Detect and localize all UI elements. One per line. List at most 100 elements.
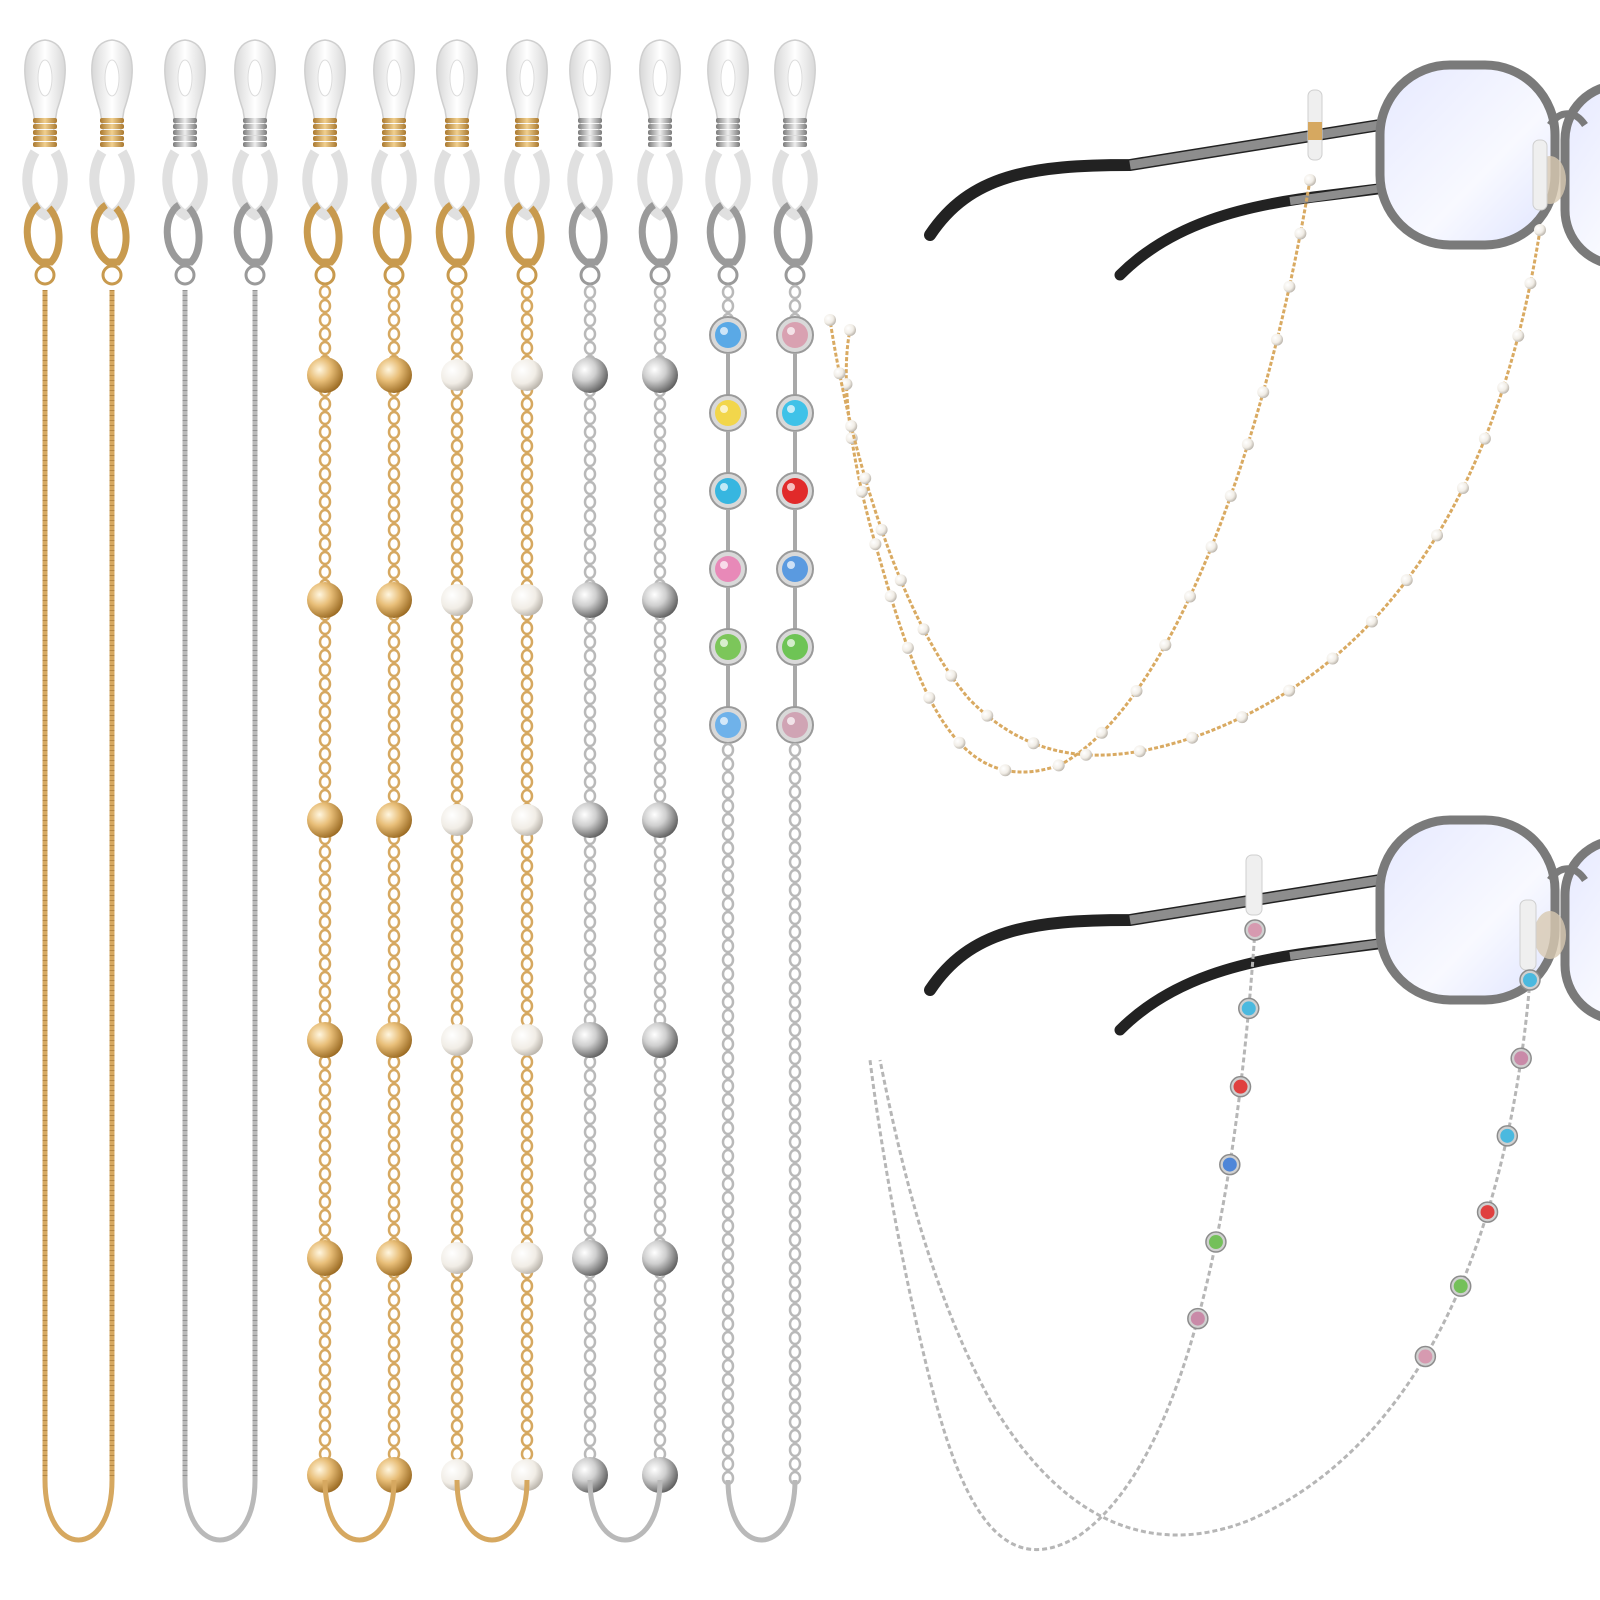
chain-link xyxy=(583,1292,597,1308)
chain-link xyxy=(450,522,464,538)
chain-link xyxy=(387,984,401,1000)
chain-link xyxy=(387,872,401,888)
chain-link xyxy=(721,798,735,814)
silver-bead xyxy=(572,1457,608,1493)
chain-link xyxy=(520,1082,534,1098)
chain-link xyxy=(653,984,667,1000)
chain-link xyxy=(788,1442,802,1458)
pearl-bead xyxy=(844,324,856,336)
chain-link xyxy=(318,1376,332,1392)
chain-link xyxy=(653,1376,667,1392)
chain-link xyxy=(387,550,401,566)
pearl-bead xyxy=(1365,615,1378,628)
chain-link xyxy=(318,1068,332,1084)
chain-link xyxy=(653,942,667,958)
chain-link xyxy=(721,840,735,856)
chain-link xyxy=(387,312,401,328)
chain-link xyxy=(653,326,667,342)
chain-path xyxy=(828,229,1542,757)
gold-bead xyxy=(307,357,343,393)
chain-link xyxy=(788,1050,802,1066)
silicone-ear-hook xyxy=(637,39,683,286)
chain-link xyxy=(653,620,667,636)
chain-link xyxy=(653,914,667,930)
chain-link xyxy=(583,494,597,510)
chain-link xyxy=(318,326,332,342)
pearl-bead xyxy=(1478,432,1491,445)
pearl-bead xyxy=(833,367,846,380)
chain-link xyxy=(318,1152,332,1168)
jump-ring xyxy=(717,264,739,286)
chain-link xyxy=(721,1218,735,1234)
chain-link xyxy=(520,1194,534,1210)
coil-ring xyxy=(243,124,267,129)
pearl-bead xyxy=(1534,224,1546,236)
chain-link xyxy=(520,312,534,328)
pearl-bead xyxy=(1241,438,1254,451)
chain-link xyxy=(721,812,735,828)
chain-link xyxy=(318,284,332,300)
crystal-stone xyxy=(1453,1279,1468,1294)
silicone-loop-hole xyxy=(720,59,736,97)
chain-link xyxy=(653,970,667,986)
coil-ring xyxy=(783,130,807,135)
chain-link xyxy=(318,788,332,804)
chain-link xyxy=(653,1096,667,1112)
chain-link xyxy=(318,480,332,496)
chain-link xyxy=(788,1204,802,1220)
gold-bead xyxy=(376,582,412,618)
silicone-loop-hole xyxy=(652,59,668,97)
silicone-tail xyxy=(567,149,613,221)
chain-link xyxy=(450,1334,464,1350)
chain-link xyxy=(387,494,401,510)
chain-link xyxy=(387,438,401,454)
pearl-bead xyxy=(1326,652,1339,665)
silver-bead xyxy=(642,357,678,393)
pearl-bead xyxy=(511,804,543,836)
pearl-bead xyxy=(875,523,888,536)
chain-link xyxy=(450,1348,464,1364)
chain-link xyxy=(788,756,802,772)
chain-link xyxy=(721,284,735,300)
chain-link xyxy=(450,1404,464,1420)
chain-link xyxy=(788,826,802,842)
chain-link xyxy=(788,868,802,884)
chain-link xyxy=(387,1138,401,1154)
silicone-ear-hook xyxy=(232,39,278,286)
chain-link xyxy=(450,662,464,678)
chain-link xyxy=(788,1022,802,1038)
chain-link xyxy=(721,826,735,842)
coil-ring xyxy=(382,142,406,147)
jump-ring xyxy=(579,264,601,286)
chain-link xyxy=(520,1096,534,1112)
silicone-loop-hole xyxy=(582,59,598,97)
chain-link xyxy=(450,1068,464,1084)
lobster-clasp xyxy=(163,202,203,266)
chain-link xyxy=(653,1334,667,1350)
chain-link xyxy=(520,690,534,706)
chain-link xyxy=(387,732,401,748)
chain-link xyxy=(520,956,534,972)
pearl-bead xyxy=(901,641,914,654)
chain-link xyxy=(450,900,464,916)
chain-link xyxy=(653,508,667,524)
chain-link xyxy=(653,536,667,552)
chain-link xyxy=(583,1194,597,1210)
chain-link xyxy=(450,998,464,1014)
chain-link xyxy=(788,1106,802,1122)
chain-link xyxy=(387,1348,401,1364)
jump-ring xyxy=(174,264,196,286)
chain-strand xyxy=(709,284,747,1486)
coil-ring xyxy=(33,136,57,141)
chain-link xyxy=(583,1110,597,1126)
chain-link xyxy=(653,1418,667,1434)
chain-link xyxy=(520,1138,534,1154)
chain-link xyxy=(653,522,667,538)
gold-bead xyxy=(307,1457,343,1493)
chain-link xyxy=(520,1446,534,1462)
pearl-bead xyxy=(511,1024,543,1056)
silicone-tail xyxy=(162,149,208,221)
chain-link xyxy=(653,1320,667,1336)
chain-link xyxy=(721,994,735,1010)
lobster-clasp xyxy=(706,202,746,266)
